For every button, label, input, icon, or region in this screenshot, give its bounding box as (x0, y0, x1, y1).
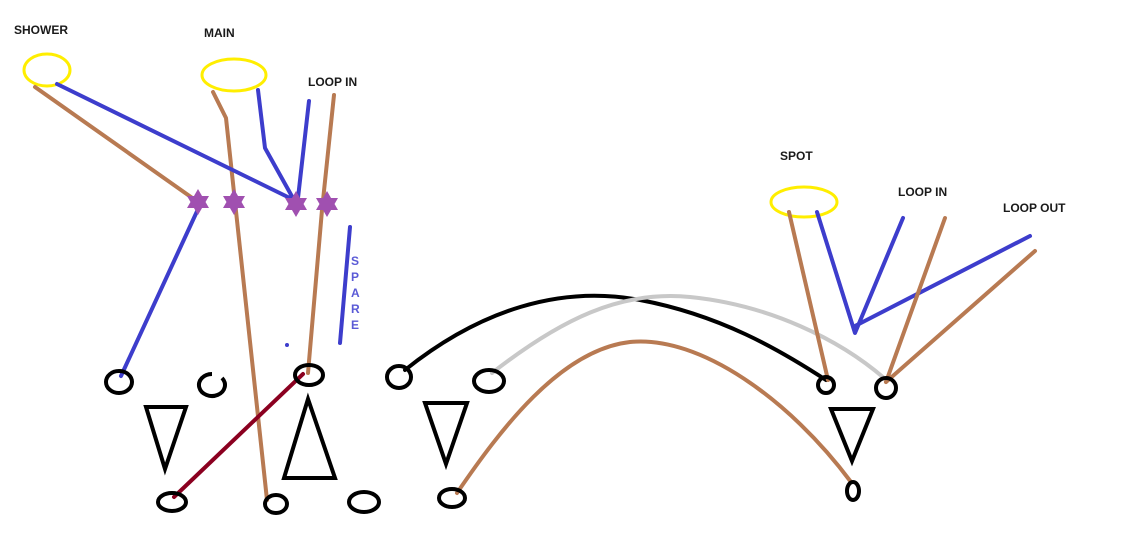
brown-wire (211, 90, 269, 502)
connector-icon (316, 191, 338, 217)
brown-wire (884, 249, 1037, 384)
blue-wire (853, 234, 1032, 328)
connector-icon (187, 189, 209, 215)
switch-triangle-icon (143, 405, 189, 476)
loop-out-label: LOOP OUT (1003, 201, 1066, 215)
blue-wire (55, 82, 300, 204)
loop-in-left-label: LOOP IN (308, 75, 357, 89)
switch-triangle-icon (828, 407, 876, 467)
red-wire (172, 372, 305, 499)
black-wire (403, 293, 828, 382)
switch-triangle-icon (281, 392, 338, 480)
terminal-icon (293, 363, 325, 387)
spare-blue-wire (338, 225, 352, 345)
connector-icon (285, 191, 307, 217)
shower-label: SHOWER (14, 23, 68, 37)
terminal-icon (845, 480, 861, 502)
terminal-icon (816, 375, 836, 395)
spare-letter: R (351, 302, 360, 316)
terminal-icon (196, 372, 227, 398)
loop-in-right-label: LOOP IN (898, 185, 947, 199)
connector-icon (223, 189, 245, 215)
terminal-icon (437, 487, 467, 509)
spot-label: SPOT (780, 149, 813, 163)
spare-label: S P A R E (351, 254, 360, 332)
terminal-icon (385, 364, 413, 390)
terminal-icon (347, 490, 381, 514)
spare-letter: A (351, 286, 360, 300)
brown-wire (884, 216, 947, 384)
terminal-icon (874, 376, 898, 400)
brown-wire (787, 210, 830, 382)
brown-wire (455, 339, 853, 495)
brown-wire (33, 85, 200, 204)
spot-rose (769, 185, 839, 219)
brown-wire (306, 93, 336, 375)
blue-wire (296, 99, 311, 200)
spare-letter: E (351, 318, 359, 332)
grey-wire (490, 294, 886, 380)
terminal-icon (263, 493, 289, 515)
terminal-icon (472, 368, 506, 394)
main-label: MAIN (204, 26, 235, 40)
spare-letter: P (351, 270, 359, 284)
shower-rose (22, 52, 72, 88)
terminal-icon (104, 369, 134, 395)
blue-wire (815, 210, 905, 335)
terminal-icon (156, 491, 188, 513)
spare-letter: S (351, 254, 359, 268)
blue-wire (119, 205, 201, 378)
blue-dot (285, 343, 289, 347)
switch-triangle-icon (422, 401, 470, 471)
main-rose (200, 57, 268, 93)
blue-wire (256, 88, 296, 202)
